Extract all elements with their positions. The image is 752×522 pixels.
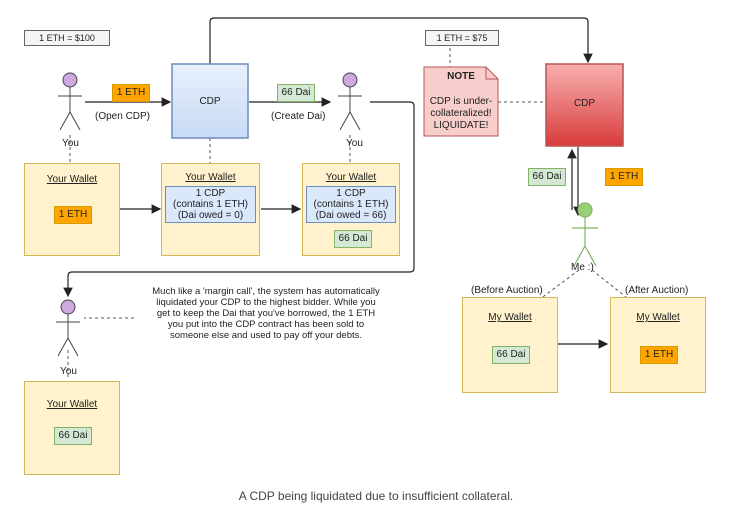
wallet-title: My Wallet [488,312,532,323]
my-wallet-before: My Wallet 66 Dai [462,297,558,393]
note-line-1: CDP is under- [429,96,493,107]
chip-dai-bottom: 66 Dai [54,427,92,445]
explanation-line: get to keep the Dai that you've borrowed… [156,308,376,319]
note-line-2: collateralized! [430,108,492,119]
price-after-box: 1 ETH = $75 [425,30,499,46]
wallet-title: Your Wallet [46,399,98,410]
auction-after-label: (After Auction) [625,285,689,296]
cdp-info-wallet2: 1 CDP (contains 1 ETH) (Dai owed = 0) [165,186,256,223]
cdp-info-line: (Dai owed = 66) [315,210,387,221]
explanation-line: Much like a 'margin call', the system ha… [152,286,380,297]
cdp-red-box [545,63,624,147]
cdp-info-line: 1 CDP [336,188,366,199]
step-create-dai: (Create Dai) [271,111,326,122]
actor-you-top-right-icon [338,72,362,131]
actor-you-bottom-icon [56,299,80,357]
actor-you-bottom-label: You [60,366,77,377]
chip-dai-my-wallet: 66 Dai [492,346,530,364]
chip-eth-wallet1: 1 ETH [54,206,92,224]
connector-lines [63,17,609,349]
figure-caption: A CDP being liquidated due to insufficie… [238,489,514,503]
my-wallet-after: My Wallet 1 ETH [610,297,706,393]
chip-dai-wallet3: 66 Dai [334,230,372,248]
note-shape [423,66,499,137]
wallet-you-bottom: Your Wallet 66 Dai [24,381,120,475]
actor-me-label: Me :) [571,262,594,273]
price-before-box: 1 ETH = $100 [24,30,110,46]
actor-you-top-right-label: You [346,138,363,149]
cdp-blue-box [171,63,249,139]
cdp-red-label: CDP [573,98,596,109]
chip-eth-after: 1 ETH [640,346,678,364]
wallet-title: Your Wallet [325,172,377,183]
cdp-info-line: 1 CDP [195,188,226,199]
chip-dai-left-red: 66 Dai [528,168,566,186]
wallet-title: Your Wallet [46,174,98,185]
diagram-canvas [56,17,637,380]
wallet-you-3: Your Wallet 1 CDP (contains 1 ETH) (Dai … [302,163,400,256]
cdp-info-line: (Dai owed = 0) [177,210,244,221]
explanation-line: someone else and used to pay off your de… [169,330,363,341]
chip-dai-top: 66 Dai [277,84,315,102]
auction-before-label: (Before Auction) [471,285,543,296]
step-open-cdp: (Open CDP) [95,111,151,122]
wallet-you-1: Your Wallet 1 ETH [24,163,120,256]
note-line-3: LIQUIDATE! [433,120,489,131]
actor-me-icon [572,202,598,267]
cdp-info-line: (contains 1 ETH) [172,199,249,210]
chip-eth-right-red: 1 ETH [605,168,643,186]
actor-you-top-left-icon [58,72,82,131]
wallet-title: My Wallet [636,312,680,323]
note-title: NOTE [447,71,475,82]
cdp-blue-label: CDP [199,96,221,107]
wallet-title: Your Wallet [185,172,236,183]
explanation-line: you put into the CDP contract has been s… [167,319,365,330]
wallet-you-2: Your Wallet 1 CDP (contains 1 ETH) (Dai … [161,163,260,256]
cdp-info-line: (contains 1 ETH) [313,199,389,210]
chip-eth-top: 1 ETH [112,84,150,102]
explanation-text: Much like a 'margin call', the system ha… [134,286,398,341]
cdp-info-wallet3: 1 CDP (contains 1 ETH) (Dai owed = 66) [306,186,396,223]
explanation-line: liquidated your CDP to the highest bidde… [156,297,376,308]
actor-you-top-left-label: You [62,138,79,149]
